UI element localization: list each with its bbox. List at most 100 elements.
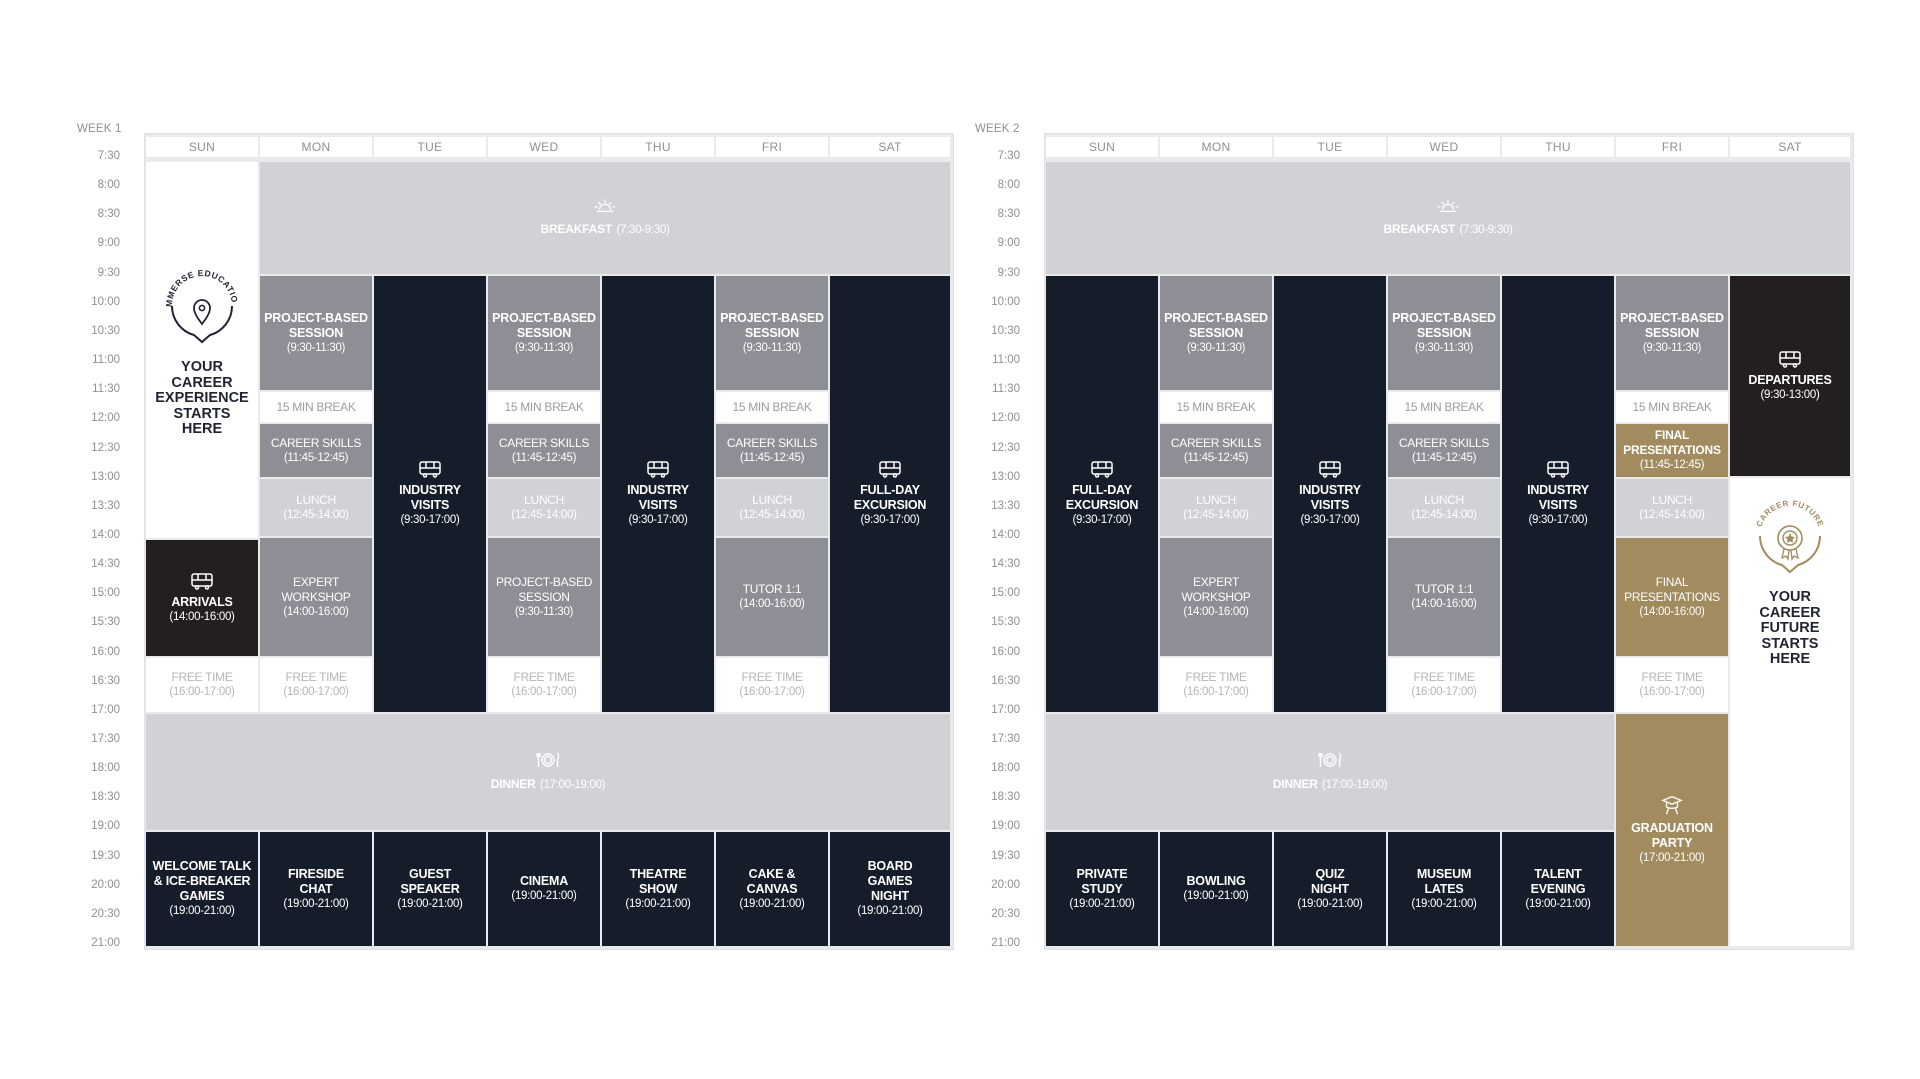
full-day-excursion-block: FULL-DAY EXCURSION (9:30-17:00) (830, 276, 950, 712)
time-label: 16:30 (91, 674, 120, 687)
lunch-title: LUNCH (524, 492, 564, 507)
free-time-title: FREE TIME (171, 670, 233, 684)
time-label: 18:30 (91, 791, 120, 804)
sat-badge-cell: CAREER FUTURE YOUR CAREER FUTURE STARTS … (1730, 478, 1850, 946)
career-skills-block: CAREER SKILLS (11:45-12:45) (260, 424, 372, 477)
sunrise-icon (594, 199, 616, 212)
free-time-block: FREE TIME (16:00-17:00) (1388, 658, 1500, 712)
week-label: WEEK 1 (77, 123, 122, 135)
time-label: 16:30 (991, 674, 1020, 687)
time-label: 12:30 (91, 441, 120, 454)
sunrise-icon (1437, 199, 1459, 212)
session-title: INDUSTRY VISITS (1527, 483, 1589, 512)
time-label: 11:30 (992, 383, 1020, 396)
time-label: 11:00 (92, 354, 120, 367)
session-time: (17:00-21:00) (1639, 852, 1705, 864)
session-title: CAREER SKILLS (726, 435, 818, 450)
session-time: (14:00-16:00) (1639, 605, 1705, 618)
lunch-block: LUNCH (12:45-14:00) (1388, 479, 1500, 536)
time-label: 9:30 (97, 266, 120, 279)
activity-time: (19:00-21:00) (511, 890, 577, 902)
session-title: FULL-DAY EXCURSION (1065, 483, 1139, 512)
free-time-title: FREE TIME (1413, 670, 1475, 684)
time-label: 21:00 (91, 937, 120, 950)
lunch-title: LUNCH (752, 492, 792, 507)
time-label: 18:00 (91, 762, 120, 775)
free-time-title: FREE TIME (1185, 670, 1247, 684)
bus-icon (647, 461, 669, 478)
project-based-session-block: PROJECT-BASED SESSION (9:30-11:30) (260, 276, 372, 390)
session-title: CAREER SKILLS (270, 435, 362, 450)
activity-title: CINEMA (519, 874, 569, 888)
time-label: 9:00 (97, 237, 120, 250)
time-label: 16:00 (991, 645, 1020, 658)
activity-time: (19:00-21:00) (397, 897, 463, 910)
time-label: 14:30 (991, 558, 1020, 571)
time-label: 18:00 (991, 762, 1020, 775)
session-time: (9:30-17:00) (1528, 514, 1588, 526)
arrivals-time: (14:00-16:00) (169, 610, 235, 623)
lunch-time: (12:45-14:00) (739, 508, 805, 521)
sun-badge-cell: IMMERSE EDUCATION YOUR CAREER EXPERIENCE… (146, 162, 258, 538)
session-title: PROJECT-BASED SESSION (1164, 310, 1268, 340)
evening-activity-block: QUIZ NIGHT (19:00-21:00) (1274, 832, 1386, 946)
arrivals-block: ARRIVALS (14:00-16:00) (146, 540, 258, 656)
session-time: (14:00-16:00) (1411, 598, 1477, 610)
breakfast-title: BREAKFAST (1383, 222, 1456, 236)
time-label: 7:30 (997, 150, 1020, 162)
expert-workshop-block: EXPERT WORKSHOP (14:00-16:00) (1160, 538, 1272, 656)
break-label: 15 MIN BREAK (504, 399, 584, 414)
session-time: (9:30-17:00) (1300, 514, 1360, 526)
industry-visits-block: INDUSTRY VISITS (9:30-17:00) (602, 276, 714, 712)
graduation-cap-icon (1661, 796, 1683, 815)
evening-activity-block: FIRESIDE CHAT (19:00-21:00) (260, 832, 372, 946)
dinner-block: DINNER (17:00-19:00) (1046, 714, 1614, 830)
free-time-title: FREE TIME (285, 670, 347, 684)
time-label: 11:00 (992, 354, 1020, 367)
day-header-sat: SAT (830, 137, 950, 157)
time-label: 15:30 (91, 616, 120, 629)
lunch-time: (12:45-14:00) (283, 508, 349, 521)
free-time-block: FREE TIME (16:00-17:00) (1616, 658, 1728, 712)
dinner-title: DINNER (490, 777, 536, 791)
time-label: 16:00 (91, 645, 120, 658)
time-label: 13:30 (991, 499, 1020, 512)
activity-title: BOWLING (1186, 874, 1246, 888)
time-label: 13:00 (91, 470, 120, 483)
session-time: (11:45-12:45) (511, 451, 577, 464)
immerse-education-badge-icon: IMMERSE EDUCATION (158, 262, 239, 344)
day-header-sat: SAT (1730, 137, 1850, 157)
session-time: (9:30-13:00) (1760, 388, 1820, 401)
time-label: 8:00 (997, 179, 1020, 192)
evening-activity-block: PRIVATE STUDY (19:00-21:00) (1046, 832, 1158, 946)
career-skills-block: CAREER SKILLS (11:45-12:45) (488, 424, 600, 477)
time-label: 12:00 (991, 412, 1020, 425)
day-header-wed: WED (488, 137, 600, 157)
free-time-time: (16:00-17:00) (739, 686, 805, 698)
breakfast-title: BREAKFAST (540, 222, 613, 236)
free-time-title: FREE TIME (513, 670, 575, 684)
day-header-mon: MON (1160, 137, 1272, 157)
day-header-thu: THU (1502, 137, 1614, 157)
time-label: 17:00 (991, 703, 1020, 716)
time-label: 19:00 (91, 820, 120, 833)
session-time: (9:30-11:30) (1414, 341, 1474, 354)
project-based-session-block: PROJECT-BASED SESSION (9:30-11:30) (1388, 276, 1500, 390)
evening-activity-block: CAKE & CANVAS (19:00-21:00) (716, 832, 828, 946)
session-title: INDUSTRY VISITS (627, 483, 689, 512)
time-label: 13:30 (91, 499, 120, 512)
session-time: (9:30-11:30) (742, 341, 802, 354)
industry-visits-block: INDUSTRY VISITS (9:30-17:00) (1502, 276, 1614, 712)
time-label: 19:00 (991, 820, 1020, 833)
activity-title: PRIVATE STUDY (1076, 866, 1128, 896)
day-header-thu: THU (602, 137, 714, 157)
lunch-block: LUNCH (12:45-14:00) (1616, 479, 1728, 536)
time-label: 12:00 (91, 412, 120, 425)
dinner-time: (17:00-19:00) (1322, 779, 1388, 791)
free-time-title: FREE TIME (1641, 670, 1703, 684)
activity-title: BOARD GAMES NIGHT (867, 859, 913, 903)
session-time: (9:30-11:30) (514, 341, 574, 354)
time-label: 20:30 (91, 907, 120, 920)
session-time: (11:45-12:45) (283, 451, 349, 464)
bus-icon (191, 572, 213, 590)
